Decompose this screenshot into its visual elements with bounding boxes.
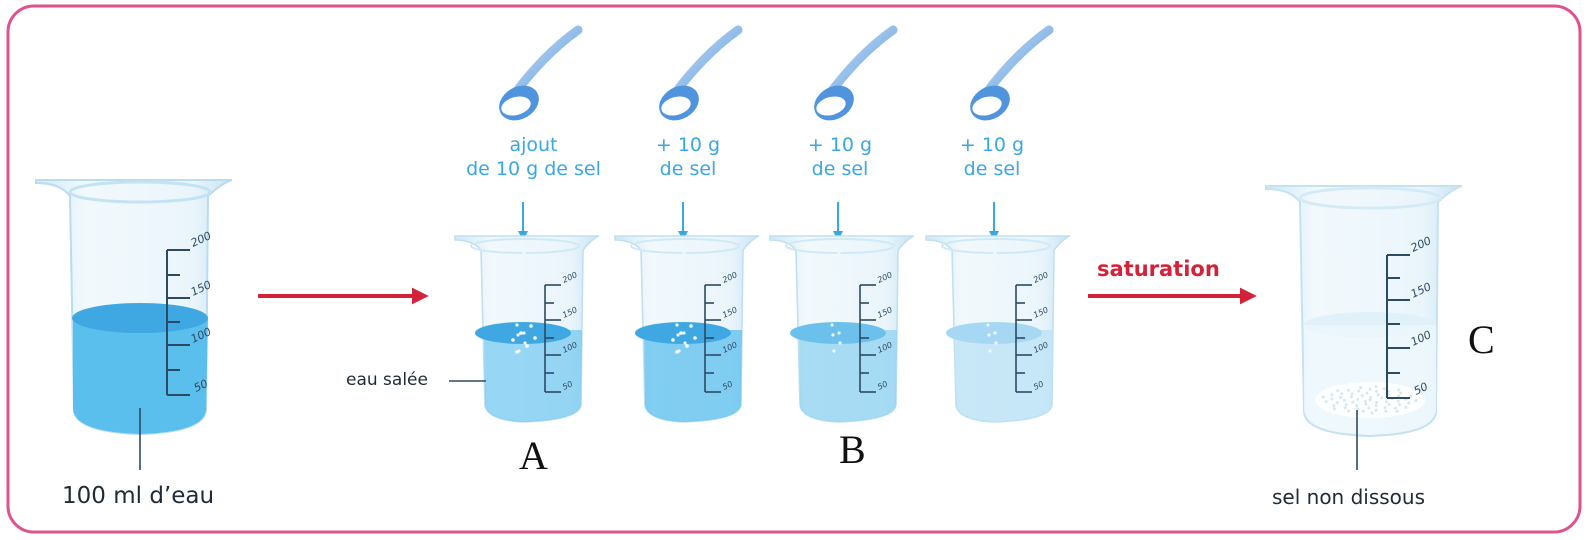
water-fill xyxy=(73,318,208,434)
beaker-water xyxy=(35,179,233,470)
frame-border xyxy=(6,4,1582,534)
small-beakers: 2001501005020015010050200150100502001501… xyxy=(454,25,1071,423)
salt-water-fill xyxy=(799,330,897,422)
marker-b: B xyxy=(839,427,866,472)
spoon-icon xyxy=(814,25,898,121)
beaker-saturated xyxy=(1265,185,1463,470)
salt-water-fill xyxy=(644,330,742,422)
salt-water-fill xyxy=(955,330,1053,422)
spoon-icon xyxy=(499,25,583,121)
undissolved-salt-label: sel non dissous xyxy=(1272,485,1426,509)
graduation-scale xyxy=(544,284,561,393)
marker-a: A xyxy=(519,433,548,478)
scale-50: 50 xyxy=(192,377,210,395)
scale-number: 50 xyxy=(876,379,889,391)
water-volume-label: 100 ml d’eau xyxy=(62,483,215,509)
graduation-scale xyxy=(1386,254,1410,399)
scale-number: 50 xyxy=(1032,379,1045,391)
scale-50: 50 xyxy=(1412,380,1430,398)
spoon-icon xyxy=(970,25,1054,121)
water-surface xyxy=(72,303,208,333)
saturation-label: saturation xyxy=(1097,257,1220,281)
graduation-scale xyxy=(166,249,190,396)
salt-water-fill xyxy=(484,330,582,422)
scale-number: 50 xyxy=(721,379,734,391)
graduation-scale xyxy=(704,284,721,393)
spoon-icon xyxy=(659,25,743,121)
graduation-scale xyxy=(859,284,876,393)
scale-number: 50 xyxy=(561,379,574,391)
salt-water-label: eau salée xyxy=(346,370,428,390)
graduation-scale xyxy=(1015,284,1032,393)
marker-c: C xyxy=(1468,317,1495,362)
